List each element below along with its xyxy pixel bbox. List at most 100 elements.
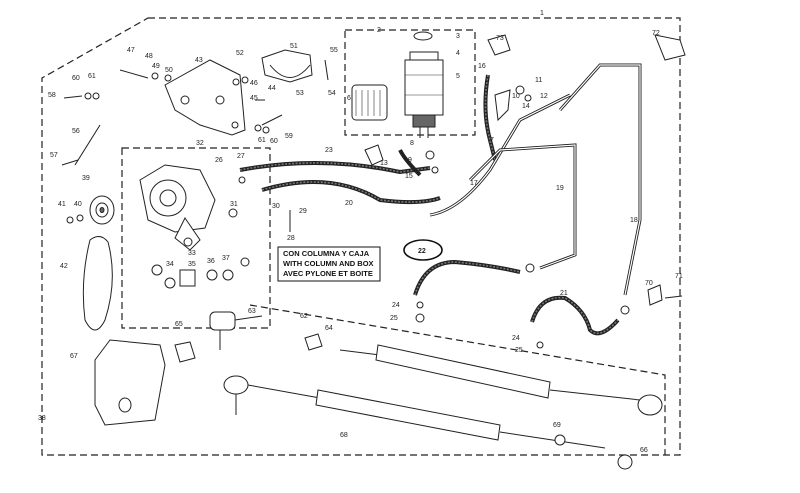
label-19: 19 xyxy=(556,185,564,192)
label-16: 16 xyxy=(478,63,486,70)
label-43: 43 xyxy=(195,57,203,64)
label-36: 36 xyxy=(207,258,215,265)
label-13: 13 xyxy=(380,160,388,167)
label-39: 39 xyxy=(82,175,90,182)
highlight-circle xyxy=(403,239,443,261)
label-51: 51 xyxy=(290,43,298,50)
label-23: 23 xyxy=(325,147,333,154)
label-6: 6 xyxy=(347,95,351,102)
label-61b: 61 xyxy=(258,137,266,144)
label-45: 45 xyxy=(250,95,258,102)
drive-belt xyxy=(82,236,113,331)
label-24a: 24 xyxy=(392,302,400,309)
label-61a: 61 xyxy=(88,73,96,80)
label-63: 63 xyxy=(248,308,256,315)
label-18: 18 xyxy=(630,217,638,224)
drag-link-68 xyxy=(223,375,633,470)
part-labels: 1 2 3 4 5 6 7 8 9 10 11 12 13 14 15 16 1… xyxy=(38,10,683,454)
label-48: 48 xyxy=(145,53,153,60)
power-cylinder xyxy=(339,344,663,416)
label-28: 28 xyxy=(287,235,295,242)
note-box: CON COLUMNA Y CAJA WITH COLUMN AND BOX A… xyxy=(277,246,381,282)
hose-16 xyxy=(398,74,497,177)
label-20: 20 xyxy=(345,200,353,207)
label-42: 42 xyxy=(60,263,68,270)
label-26: 26 xyxy=(215,157,223,164)
label-50: 50 xyxy=(165,67,173,74)
label-4: 4 xyxy=(456,50,460,57)
label-12: 12 xyxy=(540,93,548,100)
fittings xyxy=(364,34,686,349)
label-25b: 25 xyxy=(515,347,523,354)
bolts-and-washers xyxy=(61,69,291,232)
label-10: 10 xyxy=(512,93,520,100)
pump-bracket xyxy=(164,59,246,136)
nut-64 xyxy=(304,333,323,351)
pipe-17 xyxy=(429,93,571,217)
outer-boundary xyxy=(41,17,681,456)
label-54: 54 xyxy=(328,90,336,97)
label-60a: 60 xyxy=(72,75,80,82)
label-46: 46 xyxy=(250,80,258,87)
label-31: 31 xyxy=(230,201,238,208)
hose-clamp-bracket xyxy=(261,49,329,83)
hose-23 xyxy=(239,160,431,175)
label-71: 71 xyxy=(675,273,683,280)
pump-box xyxy=(121,147,271,329)
label-66: 66 xyxy=(640,447,648,454)
label-17: 17 xyxy=(470,180,478,187)
label-29: 29 xyxy=(299,208,307,215)
label-67: 67 xyxy=(70,353,78,360)
label-40: 40 xyxy=(74,201,82,208)
label-25a: 25 xyxy=(390,315,398,322)
label-47: 47 xyxy=(127,47,135,54)
rod-box xyxy=(249,304,666,455)
hose-21 xyxy=(530,295,620,336)
label-62: 62 xyxy=(300,313,308,320)
label-72: 72 xyxy=(652,30,660,37)
label-55: 55 xyxy=(330,47,338,54)
label-22: 22 xyxy=(418,248,426,255)
pipe-19 xyxy=(468,143,577,270)
support-block-67 xyxy=(94,339,196,426)
label-32: 32 xyxy=(196,140,204,147)
label-3: 3 xyxy=(456,33,460,40)
label-52: 52 xyxy=(236,50,244,57)
label-27: 27 xyxy=(237,153,245,160)
reservoir-assembly xyxy=(351,31,444,138)
pulley xyxy=(89,195,115,225)
label-57: 57 xyxy=(50,152,58,159)
label-70: 70 xyxy=(645,280,653,287)
label-41: 41 xyxy=(58,201,66,208)
label-44: 44 xyxy=(268,85,276,92)
label-5: 5 xyxy=(456,73,460,80)
hose-20 xyxy=(261,180,441,205)
note-line1: CON COLUMNA Y CAJA xyxy=(283,249,370,258)
note-line2: WITH COLUMN AND BOX xyxy=(283,259,374,268)
label-69: 69 xyxy=(553,422,561,429)
filter-box xyxy=(344,29,476,136)
label-30: 30 xyxy=(272,203,280,210)
label-15: 15 xyxy=(405,173,413,180)
label-8: 8 xyxy=(410,140,414,147)
label-60b: 60 xyxy=(270,138,278,145)
hose-22 xyxy=(413,259,521,296)
label-58: 58 xyxy=(48,92,56,99)
label-9: 9 xyxy=(408,157,412,164)
label-68: 68 xyxy=(340,432,348,439)
label-24b: 24 xyxy=(512,335,520,342)
label-49: 49 xyxy=(152,63,160,70)
label-59: 59 xyxy=(285,133,293,140)
pump-seals xyxy=(151,257,250,289)
label-35: 35 xyxy=(188,261,196,268)
label-7: 7 xyxy=(490,137,494,144)
label-14: 14 xyxy=(522,103,530,110)
label-1: 1 xyxy=(540,10,544,17)
label-64: 64 xyxy=(325,325,333,332)
label-56: 56 xyxy=(72,128,80,135)
label-53: 53 xyxy=(296,90,304,97)
label-38: 38 xyxy=(38,415,46,422)
label-73: 73 xyxy=(496,35,504,42)
label-34: 34 xyxy=(166,261,174,268)
